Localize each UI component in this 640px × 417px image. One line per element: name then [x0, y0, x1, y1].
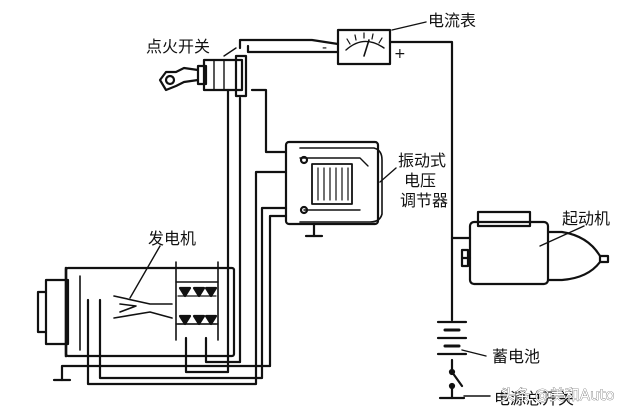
ammeter-plus-sign: + — [394, 46, 406, 62]
ammeter-minus-sign: - — [322, 40, 327, 56]
regulator-label-line3: 调节器 — [400, 191, 448, 210]
generator — [36, 261, 236, 358]
battery-label: 蓄电池 — [492, 347, 540, 366]
ammeter — [336, 28, 392, 66]
voltage-regulator — [284, 140, 383, 238]
starter-motor-label: 起动机 — [562, 209, 610, 228]
regulator-label-line2: 电压 — [404, 171, 436, 190]
regulator-label-line1: 振动式 — [398, 151, 446, 170]
ammeter-label: 电流表 — [428, 11, 476, 30]
ignition-switch-label: 点火开关 — [146, 37, 210, 56]
power-switch — [448, 368, 464, 390]
wiring — [52, 38, 472, 400]
leader-lines — [129, 21, 585, 397]
battery — [436, 320, 468, 356]
starter-motor — [460, 210, 610, 286]
generator-label: 发电机 — [148, 229, 196, 248]
power-switch-label: 电源总开关 — [494, 389, 574, 408]
watermark: 头条 @美和Auto — [500, 386, 615, 404]
ignition-switch — [158, 54, 248, 98]
